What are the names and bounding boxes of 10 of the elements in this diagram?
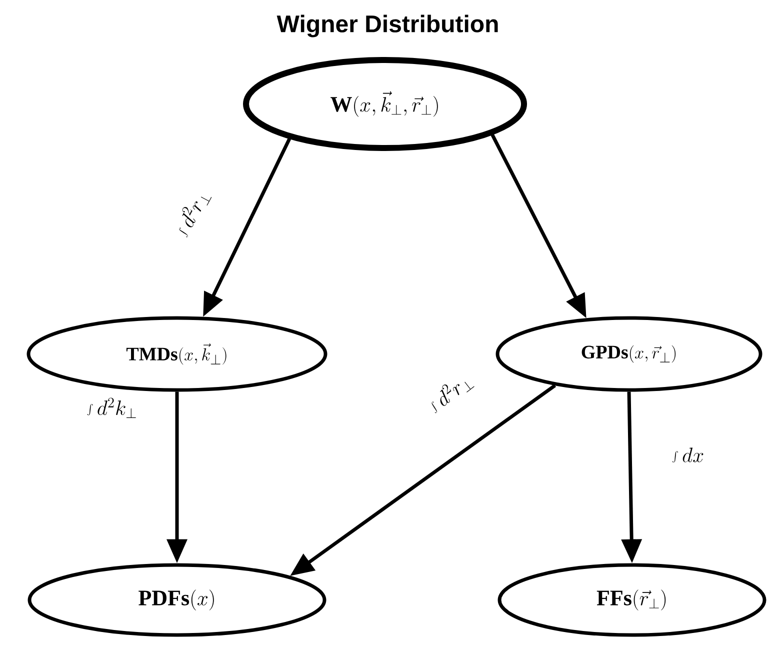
ellipse-node: $\mathbf{TMDs}(x,\vec{k}_{\perp})$ <box>26 316 328 392</box>
ellipse-node: $\mathbf{FFs}(\vec{r}_{\perp})$ <box>498 563 766 637</box>
ellipse-node: $\mathbf{GPDs}(x,\vec{r}_{\perp})$ <box>496 316 762 392</box>
edge-label: $\int d^2 k_{\perp}$ <box>86 397 138 419</box>
title: Wigner Distribution <box>276 14 498 38</box>
ellipse-node: $\mathbf{W}(x,\vec{k}_{\perp},\vec{r}_{\perp})$ <box>243 57 527 151</box>
edge-label: $\int dx$ <box>670 446 706 464</box>
ellipse-node: $\mathbf{PDFs}(x)$ <box>28 563 326 637</box>
edge-label: $\int d^2 r_{\perp}$ <box>170 185 214 241</box>
edge-label: $\int d^2 r_{\perp}$ <box>423 368 477 418</box>
